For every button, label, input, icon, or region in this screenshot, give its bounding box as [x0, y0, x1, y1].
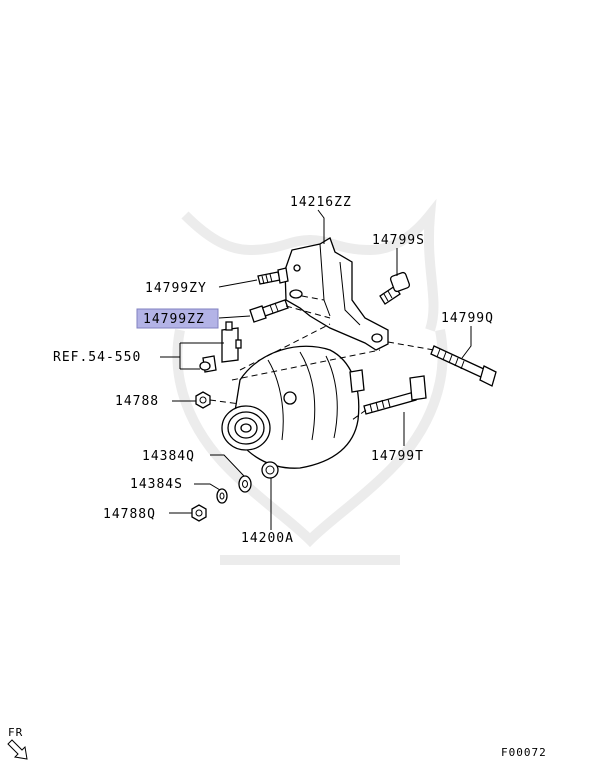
- label-14799S[interactable]: 14799S: [372, 233, 425, 248]
- direction-label: FR: [8, 726, 23, 739]
- label-14788Q[interactable]: 14788Q: [103, 507, 156, 522]
- washer-14384Q: [238, 475, 252, 493]
- stud-14799S: [379, 271, 411, 305]
- connector-ref-54-550: [199, 321, 242, 373]
- bolt-14799ZY: [257, 267, 289, 285]
- label-ref-54-550[interactable]: REF.54-550: [53, 350, 141, 365]
- washer-14384S: [216, 488, 228, 504]
- label-14799ZZ[interactable]: 14799ZZ: [143, 312, 205, 327]
- watermark-emblem: [172, 198, 448, 565]
- assembly-lines: [209, 295, 435, 421]
- nut-14788Q: [191, 504, 207, 522]
- front-direction-indicator: FR: [7, 726, 28, 760]
- direction-arrow-icon: [7, 739, 28, 760]
- bracket-14216ZZ: [284, 237, 389, 351]
- label-14788[interactable]: 14788: [115, 394, 159, 409]
- alternator-14200A: [221, 345, 365, 479]
- label-14799ZY[interactable]: 14799ZY: [145, 281, 207, 296]
- leader-lines: [160, 209, 472, 530]
- label-14799Q[interactable]: 14799Q: [441, 311, 494, 326]
- label-14799T[interactable]: 14799T: [371, 449, 424, 464]
- label-14384S[interactable]: 14384S: [130, 477, 183, 492]
- nut-14788: [195, 391, 211, 409]
- label-14200A[interactable]: 14200A: [241, 531, 294, 546]
- highlight-14799ZZ: [136, 308, 219, 329]
- bolt-14799T: [363, 375, 427, 415]
- label-14384Q[interactable]: 14384Q: [142, 449, 195, 464]
- bolt-14799Q: [430, 345, 497, 387]
- label-14216ZZ[interactable]: 14216ZZ: [290, 195, 352, 210]
- figure-code: F00072: [501, 746, 547, 759]
- bolt-14799ZZ: [249, 299, 289, 323]
